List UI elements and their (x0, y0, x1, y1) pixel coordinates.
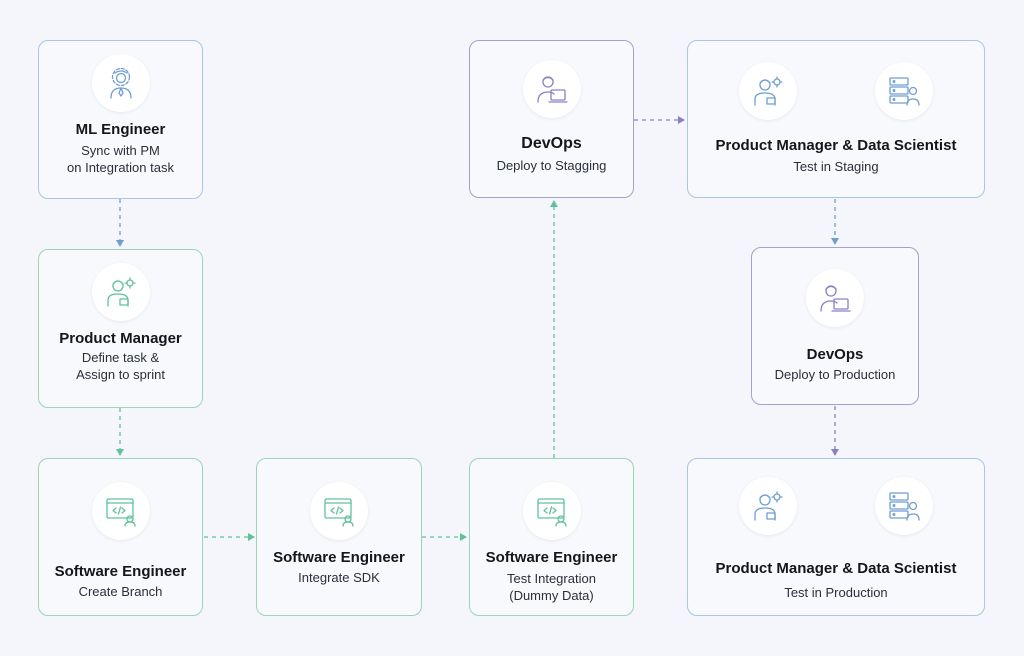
card-task: Test Integration (Dummy Data) (507, 570, 596, 604)
code-window-person-icon (522, 482, 581, 540)
card-task: Define task & Assign to sprint (76, 349, 165, 383)
card-task: Deploy to Production (775, 366, 896, 383)
code-window-person-icon (310, 482, 368, 540)
card-se-integrate-sdk: Software Engineer Integrate SDK (256, 458, 422, 616)
task-line: Test in Production (784, 585, 888, 600)
task-line: Sync with PM (81, 143, 160, 158)
server-person-icon (875, 477, 933, 535)
card-role: ML Engineer (75, 121, 166, 138)
task-line: Test in Staging (793, 159, 879, 174)
manager-gear-icon (739, 62, 797, 120)
task-line: Test Integration (507, 571, 596, 586)
card-role: Product Manager (59, 330, 182, 347)
card-task: Create Branch (79, 583, 163, 600)
card-task: Integrate SDK (298, 569, 380, 586)
card-pm-ds-production: Product Manager & Data Scientist Test in… (687, 458, 985, 616)
card-devops-staging: DevOps Deploy to Stagging (469, 40, 634, 198)
card-product-manager: Product Manager Define task & Assign to … (38, 249, 203, 408)
icon-group (739, 477, 933, 535)
icon-group (739, 62, 933, 120)
card-ml-engineer: ML Engineer Sync with PM on Integration … (38, 40, 203, 199)
server-person-icon (875, 62, 933, 120)
task-line: Deploy to Production (774, 367, 896, 382)
task-line: (Dummy Data) (509, 588, 594, 603)
manager-gear-icon (739, 477, 797, 535)
card-task: Sync with PM on Integration task (67, 142, 174, 176)
engineer-gear-icon (91, 54, 150, 112)
task-line: Deploy to Stagging (496, 158, 607, 173)
person-laptop-icon (522, 60, 581, 118)
task-line: on Integration task (67, 160, 174, 175)
card-se-create-branch: Software Engineer Create Branch (38, 458, 203, 616)
card-devops-production: DevOps Deploy to Production (751, 247, 919, 405)
person-laptop-icon (806, 269, 864, 327)
card-role: Product Manager & Data Scientist (715, 560, 957, 577)
task-line: Integrate SDK (298, 570, 380, 585)
card-role: Product Manager & Data Scientist (715, 137, 957, 154)
code-window-person-icon (91, 482, 150, 540)
card-role: Software Engineer (54, 563, 187, 580)
card-role: DevOps (521, 135, 582, 152)
card-task: Deploy to Stagging (497, 157, 607, 174)
card-se-test-integration: Software Engineer Test Integration (Dumm… (469, 458, 634, 616)
card-role: Software Engineer (485, 549, 618, 566)
manager-gear-icon (91, 263, 150, 321)
card-task: Test in Staging (793, 158, 878, 175)
card-role: Software Engineer (273, 549, 405, 566)
card-pm-ds-staging: Product Manager & Data Scientist Test in… (687, 40, 985, 198)
task-line: Assign to sprint (76, 367, 165, 382)
card-task: Test in Production (784, 584, 887, 601)
task-line: Create Branch (78, 584, 163, 599)
card-role: DevOps (806, 346, 864, 363)
task-line: Define task & (81, 350, 160, 365)
